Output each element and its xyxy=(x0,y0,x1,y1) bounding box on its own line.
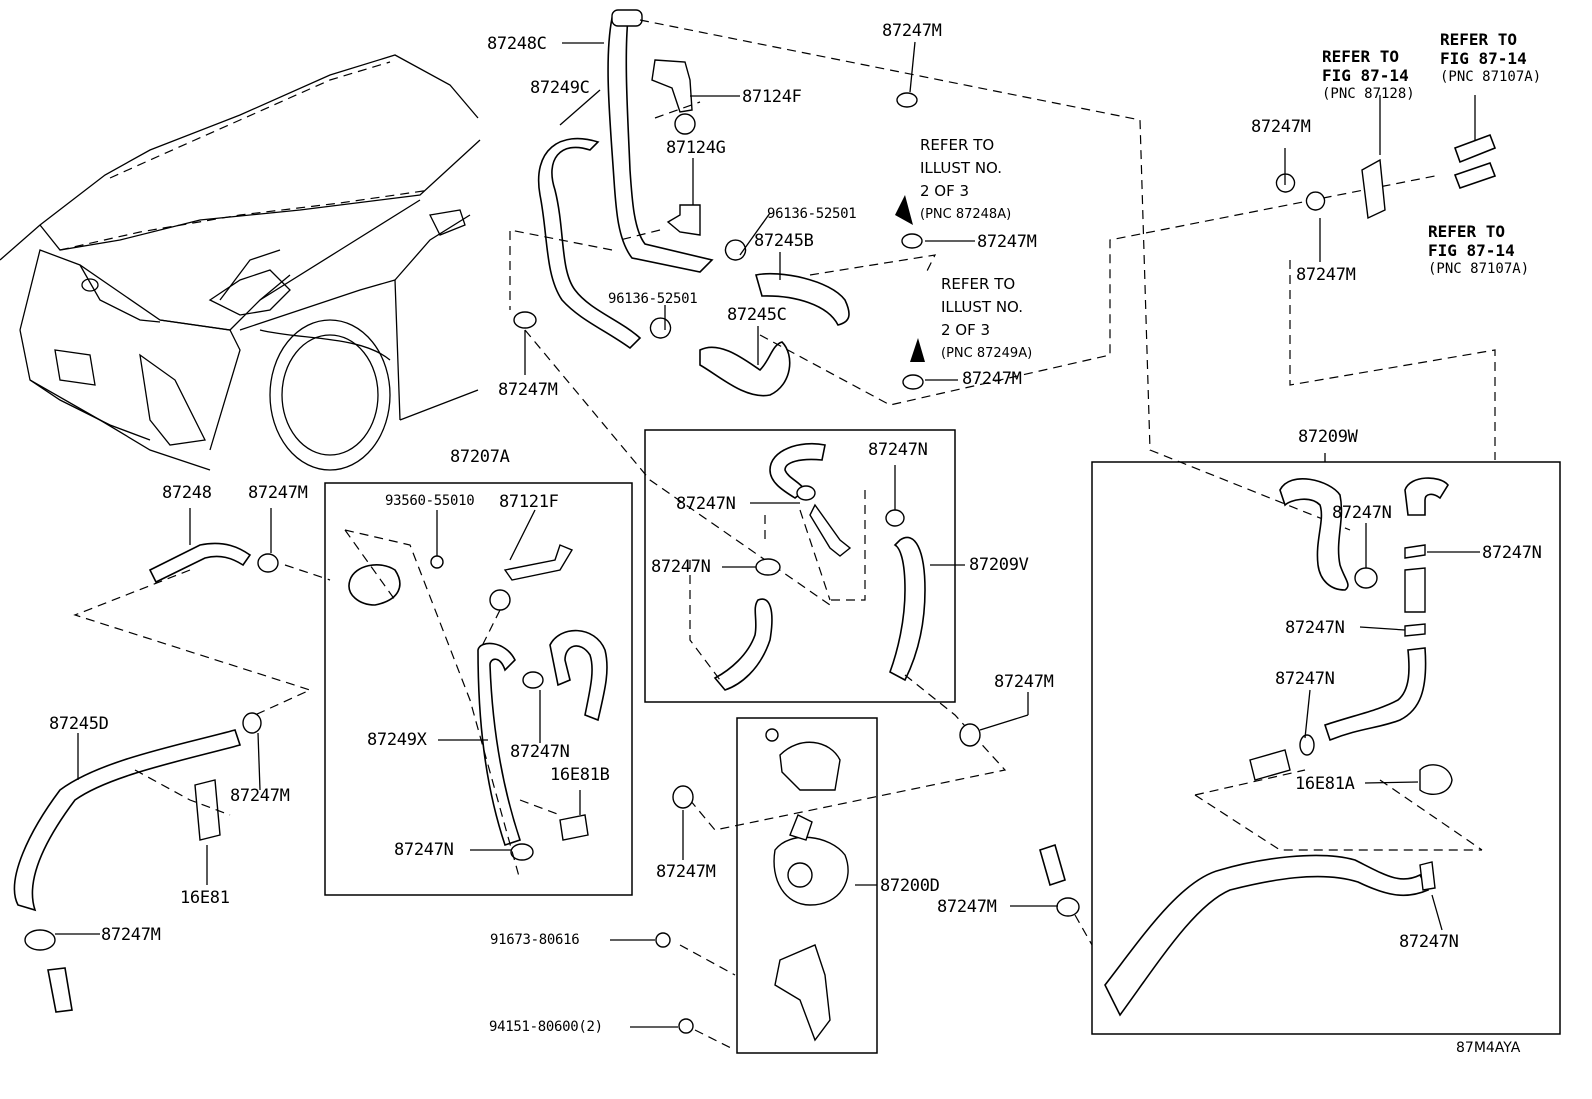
note-refer-fig-87107A-top: REFER TO FIG 87-14 (PNC 87107A) xyxy=(1440,30,1541,87)
clamps-center xyxy=(672,723,981,809)
hose-87245C xyxy=(649,317,791,397)
note-refer-fig-87107A-bottom: REFER TO FIG 87-14 (PNC 87107A) xyxy=(1428,222,1529,279)
note-line: REFER TO xyxy=(1322,47,1400,66)
label-87247M-tr2: 87247M xyxy=(1296,265,1356,285)
label-87247N-w5: 87247N xyxy=(1399,932,1459,952)
label-87247N-w1: 87247N xyxy=(1332,503,1392,523)
label-87247M-b: 87247M xyxy=(230,786,290,806)
note-refer-fig-87128: REFER TO FIG 87-14 (PNC 87128) xyxy=(1322,47,1415,104)
label-87247N-c1: 87247N xyxy=(868,440,928,460)
note-line: (PNC 87107A) xyxy=(1428,261,1530,277)
note-line: REFER TO xyxy=(920,136,995,154)
group-87209V-parts xyxy=(689,443,926,691)
diagram-code: 87M4AYA xyxy=(1456,1040,1521,1056)
vehicle-illustration xyxy=(0,54,481,471)
leader-87248 xyxy=(284,564,331,581)
label-87209W: 87209W xyxy=(1298,427,1358,447)
hose-87245D xyxy=(13,712,262,1013)
label-87247M-tr1: 87247M xyxy=(1251,117,1311,137)
bracket-16E81 xyxy=(194,779,221,841)
label-87247N-w3: 87247N xyxy=(1285,618,1345,638)
label-87124G: 87124G xyxy=(666,138,726,158)
label-87245B: 87245B xyxy=(754,231,814,251)
solid-leaders xyxy=(55,41,1480,1028)
note-line: REFER TO xyxy=(941,275,1016,293)
label-87247M-r2: 87247M xyxy=(962,369,1022,389)
box-87209W xyxy=(1091,461,1561,1035)
label-87247M-f: 87247M xyxy=(937,897,997,917)
box-87209V xyxy=(644,429,956,703)
label-87248C: 87248C xyxy=(487,34,547,54)
note-line: FIG 87-14 xyxy=(1428,241,1515,260)
group-87207A-parts xyxy=(344,529,608,881)
label-91673-80616: 91673-80616 xyxy=(490,932,580,948)
label-87247M-a: 87247M xyxy=(248,483,308,503)
note-line: 2 OF 3 xyxy=(941,321,991,339)
note-line: ILLUST NO. xyxy=(941,298,1024,316)
label-87245D: 87245D xyxy=(49,714,109,734)
hose-87248 xyxy=(148,542,279,584)
note-line: (PNC 87107A) xyxy=(1440,69,1542,85)
label-87247N-x1: 87247N xyxy=(510,742,570,762)
label-87249X: 87249X xyxy=(367,730,427,750)
note-line: ILLUST NO. xyxy=(920,159,1003,177)
label-16E81: 16E81 xyxy=(180,888,230,908)
label-87200D: 87200D xyxy=(880,876,940,896)
label-87247M-e: 87247M xyxy=(656,862,716,882)
leader-16E81 xyxy=(134,769,231,816)
label-94151-80600: 94151-80600(2) xyxy=(489,1019,603,1035)
label-87247N-c3: 87247N xyxy=(651,557,711,577)
label-87247M-d: 87247M xyxy=(994,672,1054,692)
note-line: (PNC 87249A) xyxy=(941,346,1033,361)
group-87209W-parts xyxy=(1104,477,1483,1017)
clamps-top xyxy=(513,92,925,390)
hose-87245B xyxy=(724,239,850,326)
label-87247N-c2: 87247N xyxy=(676,494,736,514)
label-87247M-r1: 87247M xyxy=(977,232,1037,252)
leader-87209V-lower xyxy=(689,674,1007,831)
label-87245C: 87245C xyxy=(727,305,787,325)
label-16E81A: 16E81A xyxy=(1295,774,1355,794)
group-87200D-parts xyxy=(655,728,849,1051)
note-refer-illust-87249A: REFER TO ILLUST NO. 2 OF 3 (PNC 87249A) xyxy=(941,273,1032,365)
note-line: (PNC 87128) xyxy=(1322,86,1415,102)
label-87247N-w2: 87247N xyxy=(1482,543,1542,563)
label-87249C: 87249C xyxy=(530,78,590,98)
box-87207A xyxy=(324,482,633,896)
label-87124F: 87124F xyxy=(742,87,802,107)
note-refer-illust-87248A: REFER TO ILLUST NO. 2 OF 3 (PNC 87248A) xyxy=(920,134,1011,226)
label-87247N-x2: 87247N xyxy=(394,840,454,860)
note-line: FIG 87-14 xyxy=(1322,66,1409,85)
dashed-leaders-top xyxy=(509,19,1441,606)
note-line: REFER TO xyxy=(1428,222,1506,241)
bracket-87124G xyxy=(666,204,701,236)
label-87247M-mid: 87247M xyxy=(498,380,558,400)
label-93560-55010: 93560-55010 xyxy=(385,493,475,509)
label-87209V: 87209V xyxy=(969,555,1029,575)
hose-87248C xyxy=(607,9,714,273)
leader-87248-loop xyxy=(73,569,312,716)
note-line: 2 OF 3 xyxy=(920,182,970,200)
label-96136-52501-b: 96136-52501 xyxy=(608,291,698,307)
label-16E81B: 16E81B xyxy=(550,765,610,785)
label-87248: 87248 xyxy=(162,483,212,503)
note-line: FIG 87-14 xyxy=(1440,49,1527,68)
label-96136-52501-a: 96136-52501 xyxy=(767,206,857,222)
label-87247M-top: 87247M xyxy=(882,21,942,41)
label-87207A: 87207A xyxy=(450,447,510,467)
right-left-pipe xyxy=(1039,843,1093,946)
bracket-87124F xyxy=(651,59,696,135)
connectors-top-right xyxy=(1275,95,1497,460)
note-line: (PNC 87248A) xyxy=(920,207,1012,222)
hose-87249C xyxy=(537,137,642,350)
label-87121F: 87121F xyxy=(499,492,559,512)
label-87247N-w4: 87247N xyxy=(1275,669,1335,689)
note-line: REFER TO xyxy=(1440,30,1518,49)
label-87247M-c: 87247M xyxy=(101,925,161,945)
